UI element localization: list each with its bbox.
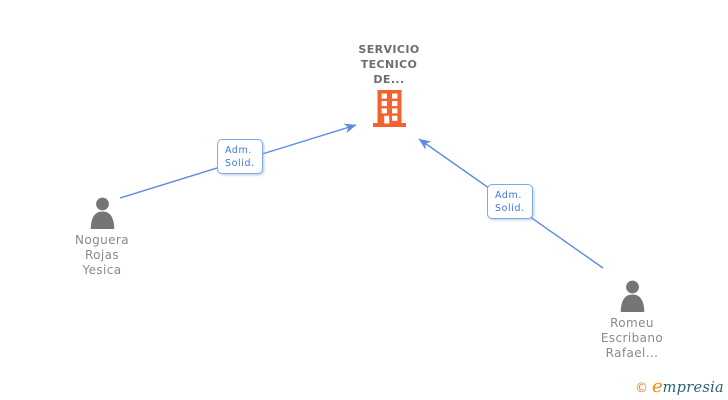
company-node[interactable]: SERVICIO TECNICO DE...: [337, 42, 441, 127]
person-icon: [620, 280, 644, 312]
edge-label-line: Solid.: [225, 158, 255, 169]
person-name: Romeu Escribano Rafael...: [600, 316, 664, 360]
edge-label-line: Solid.: [495, 203, 525, 214]
empresia-logo[interactable]: © empresia: [635, 376, 724, 397]
building-icon: [372, 90, 406, 127]
edge-label-line: Adm.: [225, 145, 253, 156]
brand-wordmark: empresia: [652, 376, 724, 397]
brand-rest: mpresia: [662, 380, 724, 396]
edge-label-adm-solid-1[interactable]: Adm. Solid.: [217, 139, 263, 174]
brand-initial: e: [651, 376, 663, 397]
person-icon: [90, 197, 114, 229]
person-name: Noguera Rojas Yesica: [74, 233, 129, 277]
copyright-icon: ©: [634, 381, 648, 396]
person-node-romeu[interactable]: Romeu Escribano Rafael...: [580, 279, 684, 361]
company-name: SERVICIO TECNICO DE...: [358, 43, 420, 86]
person-node-noguera[interactable]: Noguera Rojas Yesica: [50, 196, 154, 278]
edge-label-line: Adm.: [495, 190, 523, 201]
edge-label-adm-solid-2[interactable]: Adm. Solid.: [487, 184, 533, 219]
